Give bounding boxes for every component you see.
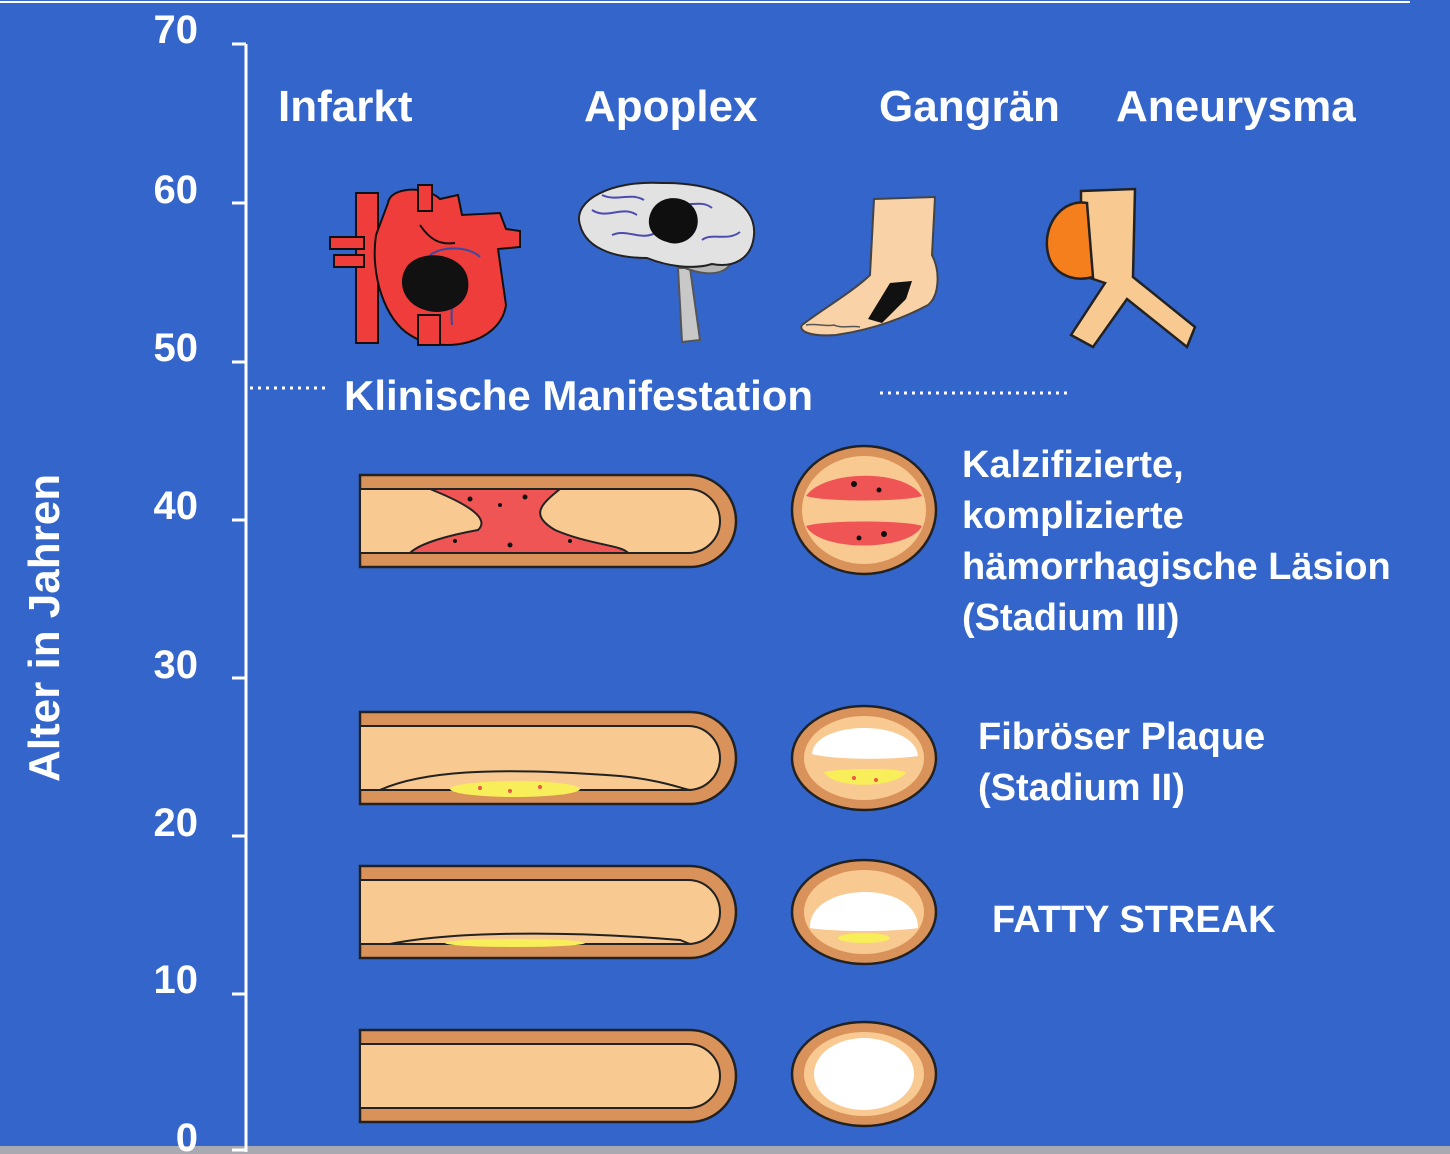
vessel-normal-longitudinal (360, 1030, 736, 1122)
tick-label-20: 20 (118, 801, 198, 846)
vessel-plaque-cross-section (792, 706, 936, 810)
condition-aneurysma: Aneurysma (1116, 82, 1356, 132)
tick-label-10: 10 (118, 958, 198, 1003)
bottom-strip (0, 1146, 1450, 1154)
heart-icon (330, 185, 520, 345)
stage-label-lesion: Kalzifizierte, komplizierte hämorrhagisc… (962, 440, 1391, 644)
condition-infarkt: Infarkt (278, 82, 412, 132)
tick-label-0: 0 (118, 1116, 198, 1154)
vessel-lesion-longitudinal (360, 475, 736, 567)
vessel-lesion-cross-section (792, 446, 936, 574)
vessel-streak-cross-section (792, 860, 936, 964)
y-axis-title: Alter in Jahren (20, 474, 70, 782)
tick-label-50: 50 (118, 326, 198, 371)
tick-label-60: 60 (118, 168, 198, 213)
y-axis (232, 44, 246, 1152)
condition-gangraen: Gangrän (879, 82, 1060, 132)
brain-icon (579, 183, 754, 342)
tick-label-30: 30 (118, 643, 198, 688)
vessel-plaque-longitudinal (360, 712, 736, 804)
vessel-streak-longitudinal (360, 866, 736, 958)
condition-apoplex: Apoplex (584, 82, 758, 132)
stage-label-plaque: Fibröser Plaque (Stadium II) (978, 712, 1265, 814)
aneurysm-icon (1047, 189, 1195, 347)
foot-icon (801, 197, 937, 335)
tick-label-40: 40 (118, 484, 198, 529)
tick-label-70: 70 (118, 8, 198, 53)
clinical-manifestation-label: Klinische Manifestation (344, 372, 813, 420)
vessel-normal-cross-section (792, 1022, 936, 1126)
stage-label-streak: FATTY STREAK (992, 895, 1276, 946)
